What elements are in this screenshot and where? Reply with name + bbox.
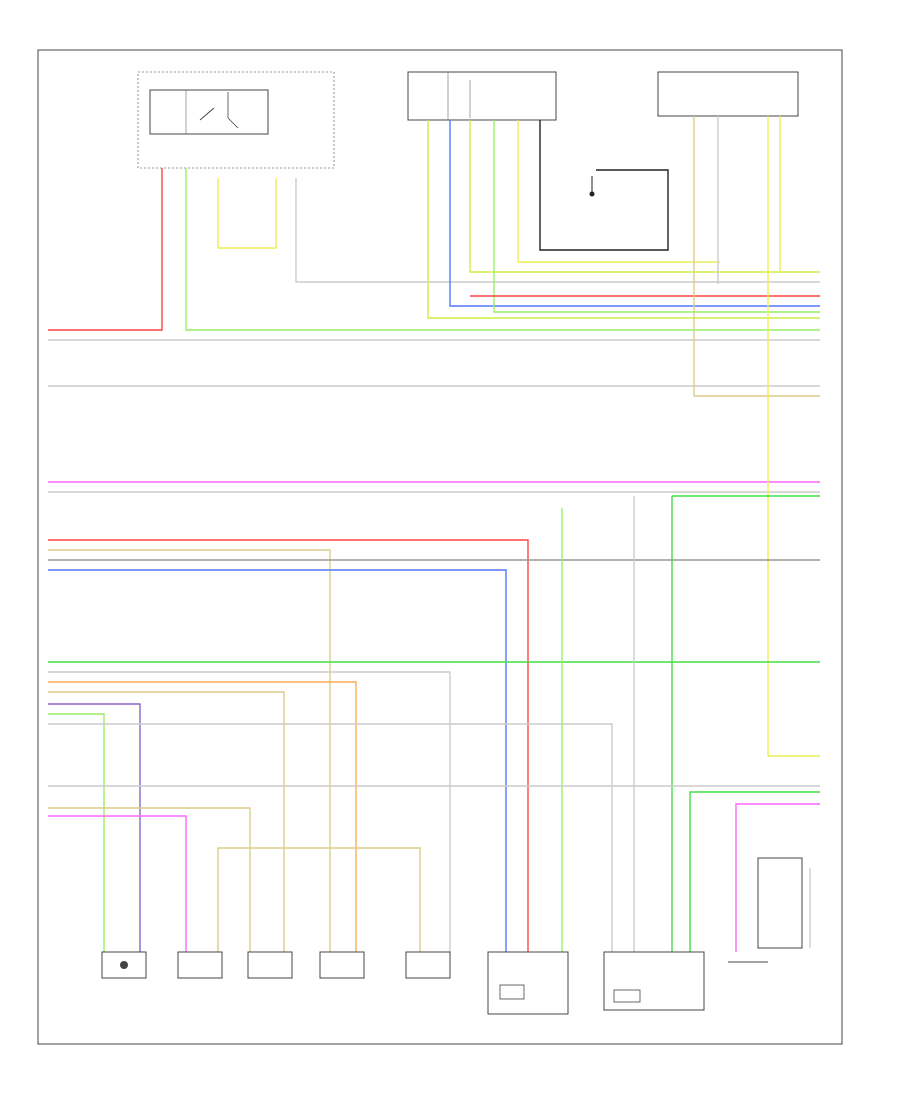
diagram-frame — [37, 49, 843, 1045]
wire-tan-20 — [48, 549, 331, 952]
wire-yellow-14 — [517, 120, 720, 263]
wire-black-13 — [539, 120, 669, 251]
component-c2 — [177, 951, 223, 979]
component-c1 — [101, 951, 147, 979]
wire-yellow_green-8 — [427, 120, 820, 319]
wire-tan-30 — [48, 807, 251, 952]
wire-light_green-11 — [493, 120, 820, 313]
instrument-cluster-module — [407, 71, 557, 121]
wire-violet-27 — [48, 703, 141, 952]
wire-light_green-28 — [48, 713, 105, 952]
relay-switch-icon — [199, 107, 215, 121]
wire-blue-22 — [48, 569, 507, 952]
wire-light_gray-3 — [295, 178, 820, 283]
brake-switch-module — [657, 71, 799, 117]
wire-blue-9 — [449, 120, 820, 307]
ground-symbol — [589, 176, 595, 197]
wire-pink-31 — [48, 815, 187, 952]
component-c3 — [247, 951, 293, 979]
wire-light_gray-29 — [48, 723, 613, 952]
wire-yellow-2 — [217, 178, 277, 249]
bottom-components — [101, 857, 803, 1015]
component-c4 — [319, 951, 365, 979]
component-c6 — [487, 951, 569, 1015]
wire-yellow-17 — [767, 116, 820, 757]
wire-light_green-1 — [185, 168, 820, 331]
wire-tan-26 — [48, 691, 285, 952]
component-c7 — [603, 951, 705, 1011]
component-c5 — [405, 951, 451, 979]
wire-red-0 — [48, 168, 163, 331]
sensor-icon — [120, 961, 128, 969]
fuse-relay-box — [137, 71, 335, 169]
wire-harness — [48, 116, 820, 952]
wire-pink-38 — [735, 803, 820, 952]
wire-tan-32 — [217, 847, 421, 952]
wire-yellow_green-10 — [469, 120, 820, 273]
wire-red-19 — [48, 539, 529, 952]
component-c9 — [757, 857, 803, 949]
wire-light_gray-24 — [48, 671, 451, 952]
wire-tan-15 — [693, 116, 820, 397]
wire-green-37 — [689, 791, 820, 952]
wire-orange-25 — [48, 681, 357, 952]
